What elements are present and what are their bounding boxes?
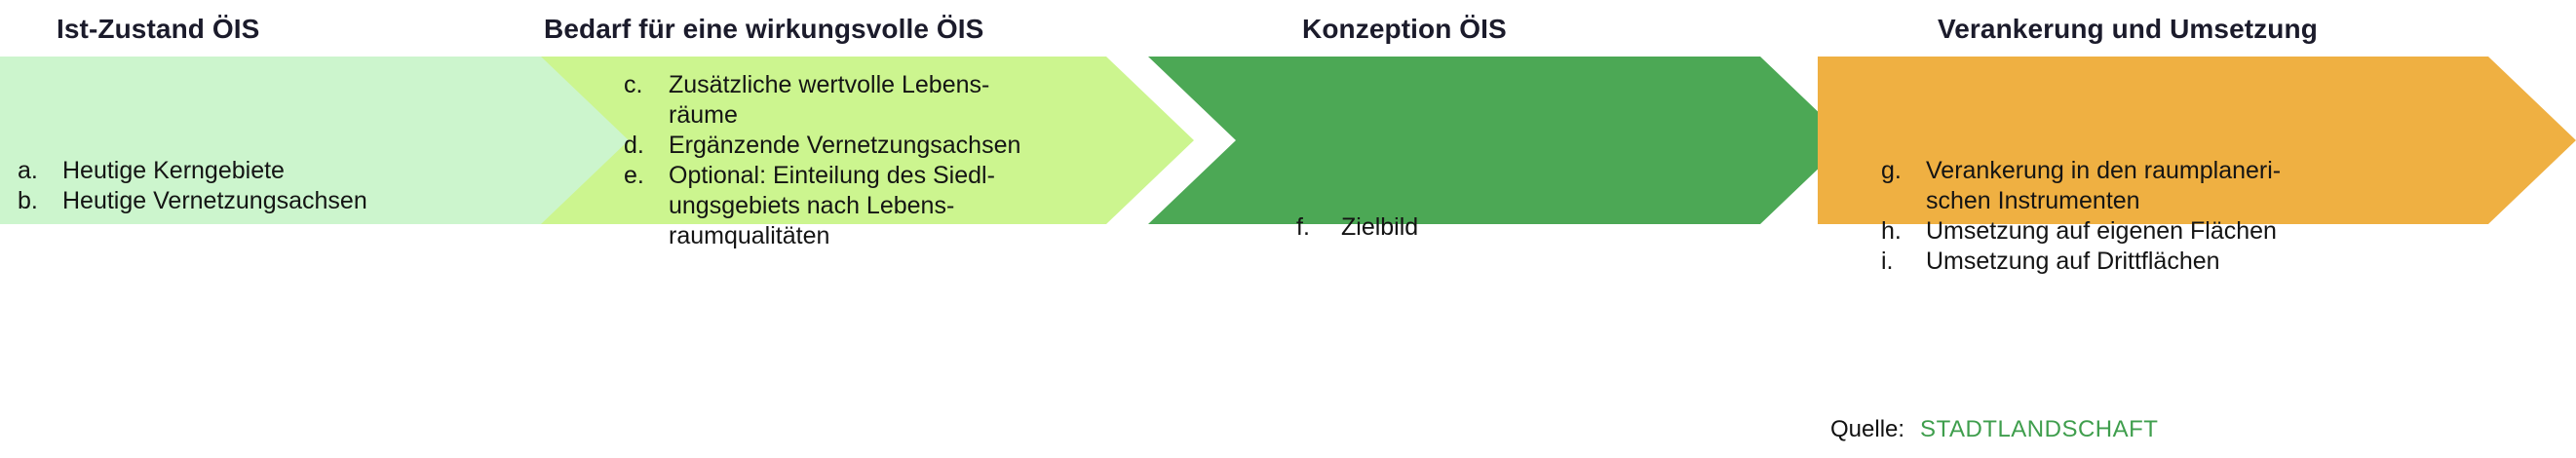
item-marker: f. (1296, 213, 1310, 241)
chevron-shape-ist-zustand (0, 57, 655, 224)
item-text: Zusätzliche wertvolle Lebens- räume (669, 71, 990, 129)
item-marker: e. (624, 162, 644, 189)
item-text: Heutige Kerngebiete (62, 157, 285, 184)
list-item: g. Verankerung in den raumplaneri- schen… (1881, 156, 2466, 216)
phase-title-konzeption: Konzeption ÖIS (1302, 14, 1507, 44)
item-list-ist-zustand: a. Heutige Kerngebiete b. Heutige Vernet… (18, 156, 563, 216)
chevron-shape-bedarf (541, 57, 1194, 224)
list-item: f. Zielbild (1296, 212, 1706, 243)
list-item: d. Ergänzende Vernetzungsachsen (624, 131, 1170, 161)
chevron-verankerung (1818, 57, 2576, 224)
phase-title-verankerung: Verankerung und Umsetzung (1938, 14, 2318, 44)
item-list-bedarf: c. Zusätzliche wertvolle Lebens- räume d… (624, 70, 1170, 251)
chevron-konzeption (1148, 57, 1848, 224)
item-marker: a. (18, 157, 38, 184)
phase-title-bedarf: Bedarf für eine wirkungsvolle ÖIS (544, 14, 984, 44)
chevron-bedarf (541, 57, 1194, 224)
item-marker: i. (1881, 248, 1894, 275)
item-text: Umsetzung auf eigenen Flächen (1926, 217, 2277, 245)
item-marker: g. (1881, 157, 1902, 184)
item-marker: h. (1881, 217, 1902, 245)
item-text: Umsetzung auf Drittflächen (1926, 248, 2220, 275)
chevron-shape-konzeption (1148, 57, 1848, 224)
list-item: b. Heutige Vernetzungsachsen (18, 186, 563, 216)
item-text: Ergänzende Vernetzungsachsen (669, 132, 1021, 159)
item-text: Zielbild (1341, 213, 1419, 241)
item-list-verankerung: g. Verankerung in den raumplaneri- schen… (1881, 156, 2466, 277)
item-marker: b. (18, 187, 38, 214)
phase-title-ist-zustand: Ist-Zustand ÖIS (57, 14, 260, 44)
item-text: Heutige Vernetzungsachsen (62, 187, 367, 214)
item-text: Optional: Einteilung des Siedl- ungsgebi… (669, 162, 995, 249)
source-label: Quelle: (1830, 416, 1905, 442)
source-brand: StadtLandschaft (1920, 407, 2159, 444)
list-item: i. Umsetzung auf Drittflächen (1881, 247, 2466, 277)
item-marker: c. (624, 71, 643, 98)
list-item: e. Optional: Einteilung des Siedl- ungsg… (624, 161, 1170, 251)
chevron-shape-verankerung (1818, 57, 2576, 224)
list-item: c. Zusätzliche wertvolle Lebens- räume (624, 70, 1170, 131)
item-list-konzeption: f. Zielbild (1296, 212, 1706, 243)
chevron-ist-zustand (0, 57, 655, 224)
item-marker: d. (624, 132, 644, 159)
list-item: h. Umsetzung auf eigenen Flächen (1881, 216, 2466, 247)
source-credit: Quelle: StadtLandschaft (1830, 407, 2158, 445)
item-text: Verankerung in den raumplaneri- schen In… (1926, 157, 2282, 214)
list-item: a. Heutige Kerngebiete (18, 156, 563, 186)
